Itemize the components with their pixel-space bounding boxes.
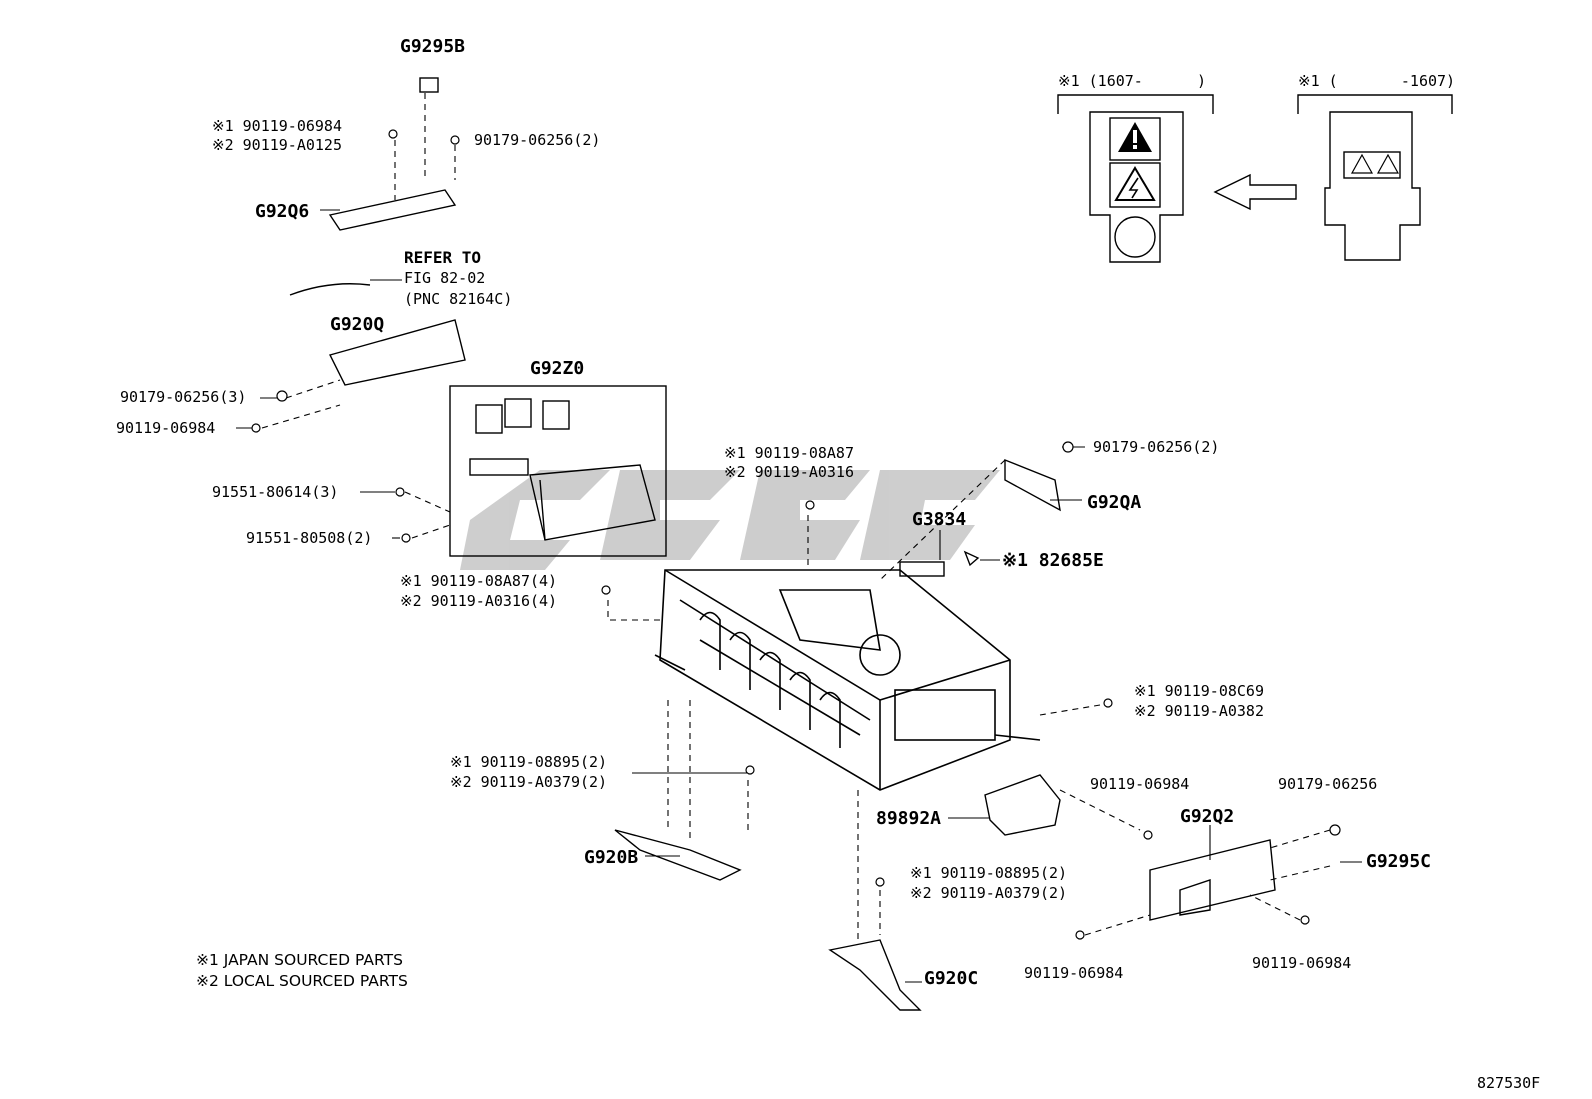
part-91551-80614-3: 91551-80614(3) <box>212 483 339 501</box>
part-89892a: 89892A <box>876 808 942 829</box>
refer-pnc-label: (PNC 82164C) <box>404 290 513 308</box>
part-90119-a0379-2-local-left: ※2 90119-A0379(2) <box>450 773 608 791</box>
part-g92q2: G92Q2 <box>1180 806 1235 827</box>
part-g920b: G920B <box>584 847 639 868</box>
part-90179-06256-right: 90179-06256 <box>1278 775 1378 793</box>
part-90119-08a87-4-japan: ※1 90119-08A87(4) <box>400 572 558 590</box>
part-g9295b: G9295B <box>400 36 466 57</box>
legend-local-sourced: ※2 LOCAL SOURCED PARTS <box>196 972 408 990</box>
part-g92z0: G92Z0 <box>530 358 585 379</box>
part-90119-a0125-local: ※2 90119-A0125 <box>212 136 342 154</box>
part-90119-06984-left: 90119-06984 <box>116 419 216 437</box>
leader-lines <box>236 93 1362 983</box>
warning-icons <box>1114 122 1400 201</box>
part-90119-08895-2-japan-left: ※1 90119-08895(2) <box>450 753 608 771</box>
refer-fig-label: FIG 82-02 <box>404 269 486 287</box>
battery-pack <box>654 569 1041 791</box>
part-g3834: G3834 <box>912 509 967 530</box>
fasteners <box>251 129 1341 940</box>
part-90119-06984-bottom-right: 90119-06984 <box>1252 954 1352 972</box>
part-90119-06984-japan: ※1 90119-06984 <box>212 117 342 135</box>
part-91551-80508-2: 91551-80508(2) <box>246 529 373 547</box>
part-90119-a0316-local: ※2 90119-A0316 <box>724 463 854 481</box>
refer-to-label: REFER TO <box>404 248 482 267</box>
legend-japan-sourced: ※1 JAPAN SOURCED PARTS <box>196 951 403 969</box>
inset-old-label-range: ※1 ( -1607) <box>1298 72 1456 90</box>
part-90119-a0379-2-local-right: ※2 90119-A0379(2) <box>910 884 1068 902</box>
part-90119-08895-2-japan-right: ※1 90119-08895(2) <box>910 864 1068 882</box>
part-90179-06256-2-top: 90179-06256(2) <box>474 131 601 149</box>
fuse-box-group <box>449 385 667 557</box>
part-90119-08c69-japan: ※1 90119-08C69 <box>1134 682 1264 700</box>
label-inset <box>1057 94 1453 263</box>
watermark-logo <box>460 470 1000 570</box>
part-90119-a0382-local: ※2 90119-A0382 <box>1134 702 1264 720</box>
part-90179-06256-2-right: 90179-06256(2) <box>1093 438 1220 456</box>
inset-new-label-range: ※1 (1607- ) <box>1058 72 1207 90</box>
part-82685e: ※1 82685E <box>1002 550 1104 571</box>
part-90119-a0316-4-local: ※2 90119-A0316(4) <box>400 592 558 610</box>
part-g92q6: G92Q6 <box>255 201 310 222</box>
part-90119-06984-mid: 90119-06984 <box>1090 775 1190 793</box>
part-90119-06984-bottom-left: 90119-06984 <box>1024 964 1124 982</box>
figure-id: 827530F <box>1477 1074 1541 1092</box>
part-g92qa: G92QA <box>1087 492 1142 513</box>
brackets <box>289 77 1276 1011</box>
part-g920q: G920Q <box>330 314 385 335</box>
part-g9295c: G9295C <box>1366 851 1432 872</box>
part-g920c: G920C <box>924 968 979 989</box>
part-90119-08a87-japan: ※1 90119-08A87 <box>724 444 854 462</box>
part-90179-06256-3: 90179-06256(3) <box>120 388 247 406</box>
